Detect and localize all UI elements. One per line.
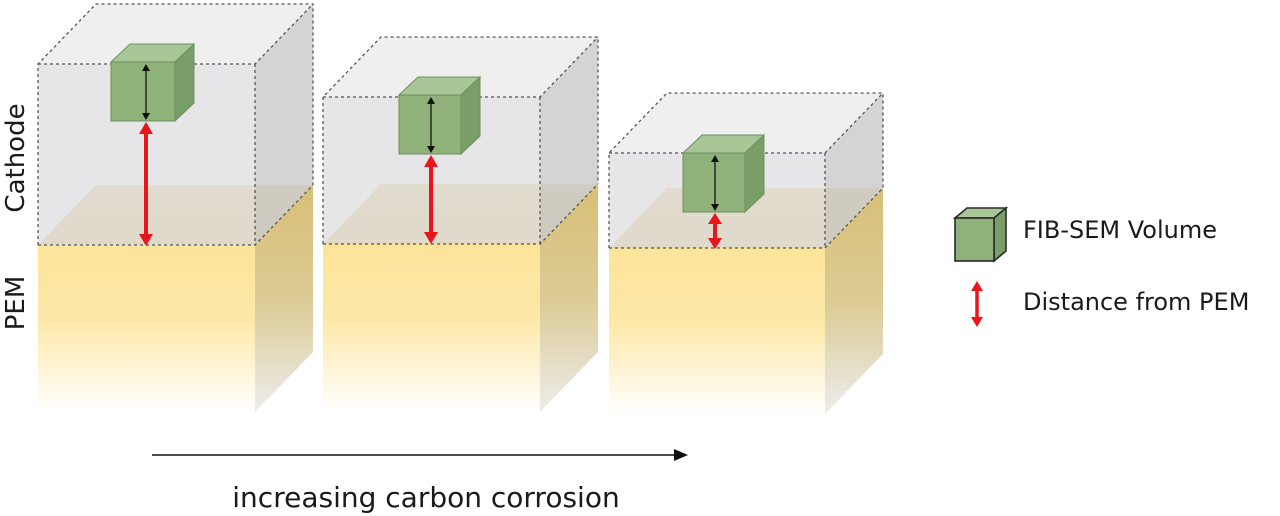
fib-sem-volume-3 <box>681 133 766 214</box>
distance-arrow-1 <box>139 122 153 246</box>
sample-block-2 <box>322 36 599 412</box>
pem-side-face <box>255 185 313 412</box>
pem-side-face <box>825 188 883 414</box>
legend-distance-label: Distance from PEM <box>1023 288 1249 316</box>
legend-volume-label: FIB-SEM Volume <box>1023 216 1217 244</box>
legend-distance-icon <box>971 281 983 327</box>
pem-front-face <box>609 248 825 414</box>
cathode-side-face <box>255 4 313 245</box>
cathode-top-face <box>609 93 883 153</box>
cathode-side-face <box>540 37 598 244</box>
pem-label: PEM <box>1 276 31 331</box>
cathode-label: Cathode <box>1 103 31 212</box>
distance-arrow-3 <box>708 213 722 249</box>
pem-front-face <box>38 245 255 412</box>
cathode-top-face <box>323 37 598 97</box>
sample-block-1 <box>37 3 314 412</box>
fib-sem-volume-1 <box>109 42 196 123</box>
direction-caption: increasing carbon corrosion <box>232 481 619 514</box>
legend-volume-icon <box>952 206 1009 263</box>
pem-side-face <box>540 184 598 412</box>
pem-front-face <box>323 244 540 412</box>
sample-block-3 <box>608 92 884 414</box>
cathode-top-face <box>38 4 313 64</box>
cathode-side-face <box>825 93 883 248</box>
fib-sem-volume-2 <box>397 75 482 156</box>
legend: FIB-SEM Volume Distance from PEM <box>952 206 1249 327</box>
direction-arrow <box>152 449 688 461</box>
distance-arrow-2 <box>424 155 438 244</box>
